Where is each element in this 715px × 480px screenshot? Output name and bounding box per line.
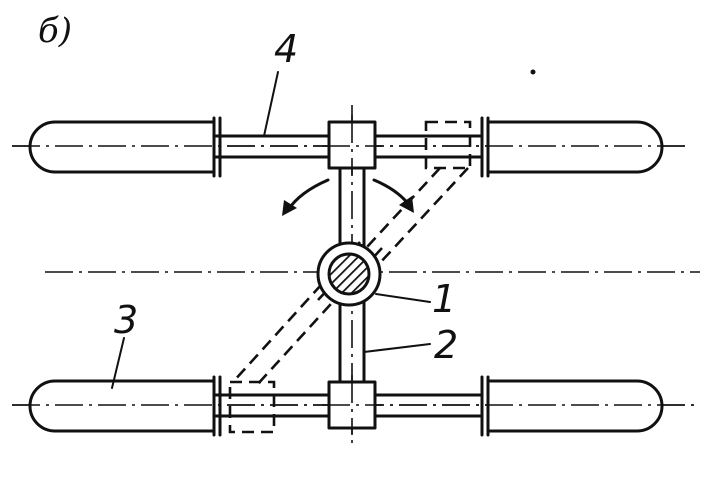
rotation-arrows xyxy=(282,178,414,216)
label-4: 4 xyxy=(274,27,298,71)
dashed-top-hub xyxy=(424,120,472,170)
central-shaft xyxy=(316,241,382,307)
vertical-arm xyxy=(338,166,366,387)
leader-line-1 xyxy=(375,293,431,303)
leader-line-2 xyxy=(363,343,431,353)
ink-speck xyxy=(530,69,536,75)
bottom-right-roller xyxy=(480,375,664,437)
top-left-roller xyxy=(28,116,222,178)
label-3: 3 xyxy=(114,298,138,342)
right-arrow-head-icon xyxy=(399,196,414,213)
leader-line-4 xyxy=(263,71,279,137)
top-right-roller xyxy=(480,116,664,178)
figure-label: б) xyxy=(38,11,72,51)
dashed-bottom-hub xyxy=(228,380,276,434)
leader-line-3 xyxy=(111,337,125,389)
label-2: 2 xyxy=(434,323,458,367)
label-1: 1 xyxy=(432,277,456,321)
bottom-left-roller xyxy=(28,375,222,437)
left-arrow-head-icon xyxy=(282,200,297,216)
